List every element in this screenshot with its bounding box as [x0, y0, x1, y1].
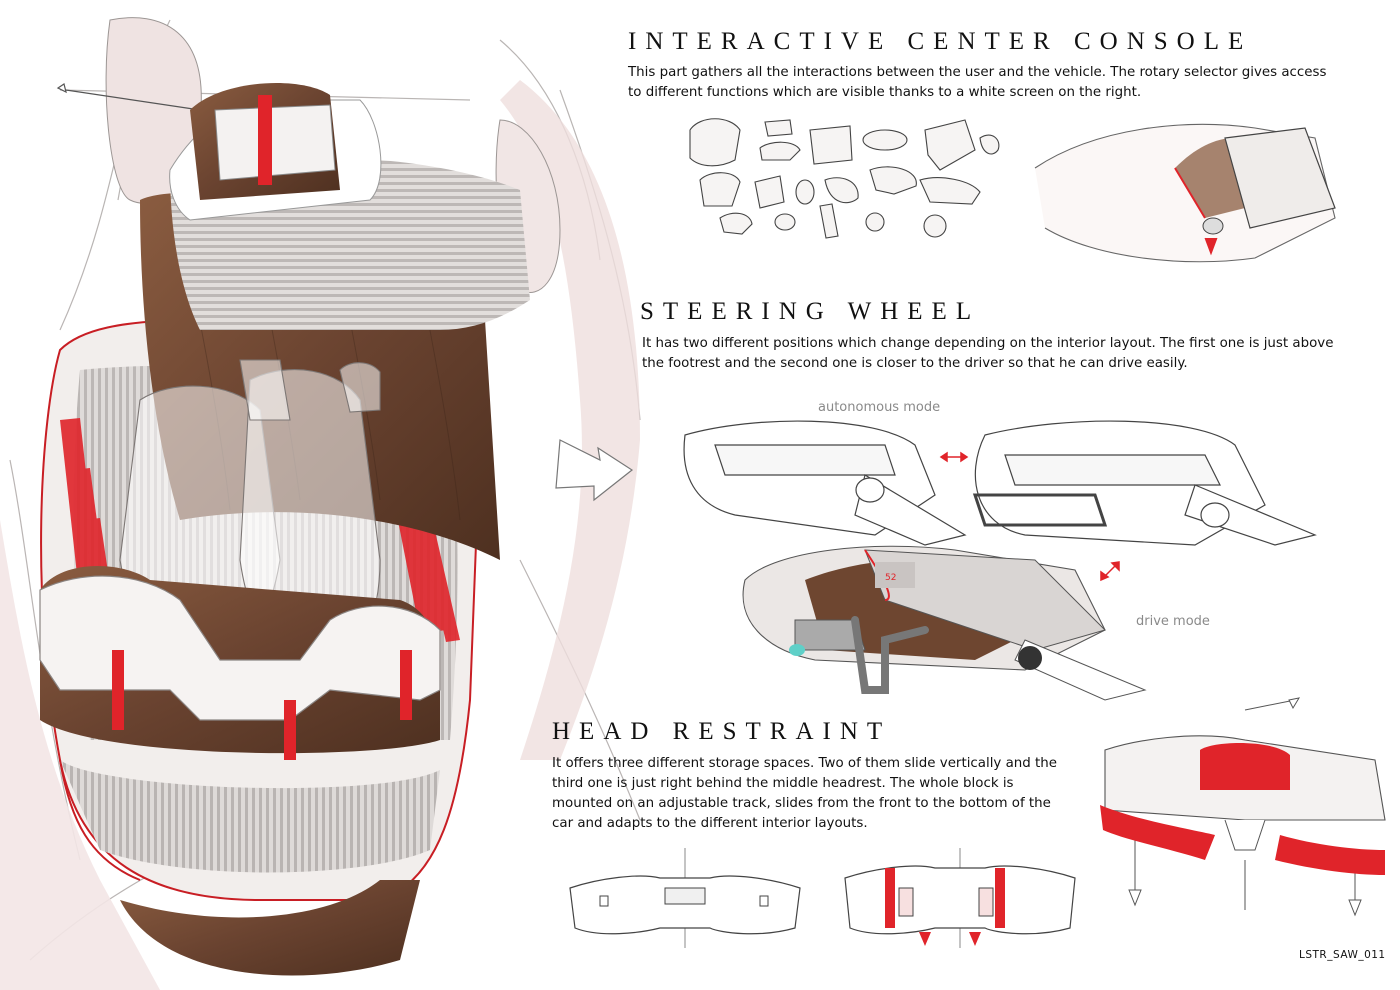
console-section-description: This part gathers all the interactions b…: [628, 65, 1327, 100]
head-restraint-storage-sketch: [844, 848, 1076, 948]
sheet-reference-code: LSTR_SAW_011: [1299, 949, 1386, 961]
car-interior-top-view-illustration: [0, 17, 641, 990]
autonomous-mode-label: autonomous mode: [818, 400, 941, 415]
console-section-title: INTERACTIVE CENTER CONSOLE: [628, 28, 1253, 55]
head-restraint-closed-sketch: [569, 848, 801, 948]
drive-mode-label: drive mode: [1136, 614, 1210, 629]
head-restraint-section-title: HEAD RESTRAINT: [552, 718, 892, 745]
head-restraint-section-description: It offers three different storage spaces…: [552, 756, 1058, 831]
console-detail-sketch: [1034, 123, 1336, 263]
head-restraint-exploded-render: [1100, 697, 1386, 917]
steering-section-title: STEERING WHEEL: [640, 298, 981, 325]
steering-autonomous-sketches: [683, 420, 1317, 546]
steering-drive-mode-render: 52: [742, 545, 1147, 701]
svg-text:52: 52: [885, 573, 896, 583]
console-component-sketches: [689, 118, 1000, 239]
steering-section-description: It has two different positions which cha…: [642, 336, 1334, 371]
